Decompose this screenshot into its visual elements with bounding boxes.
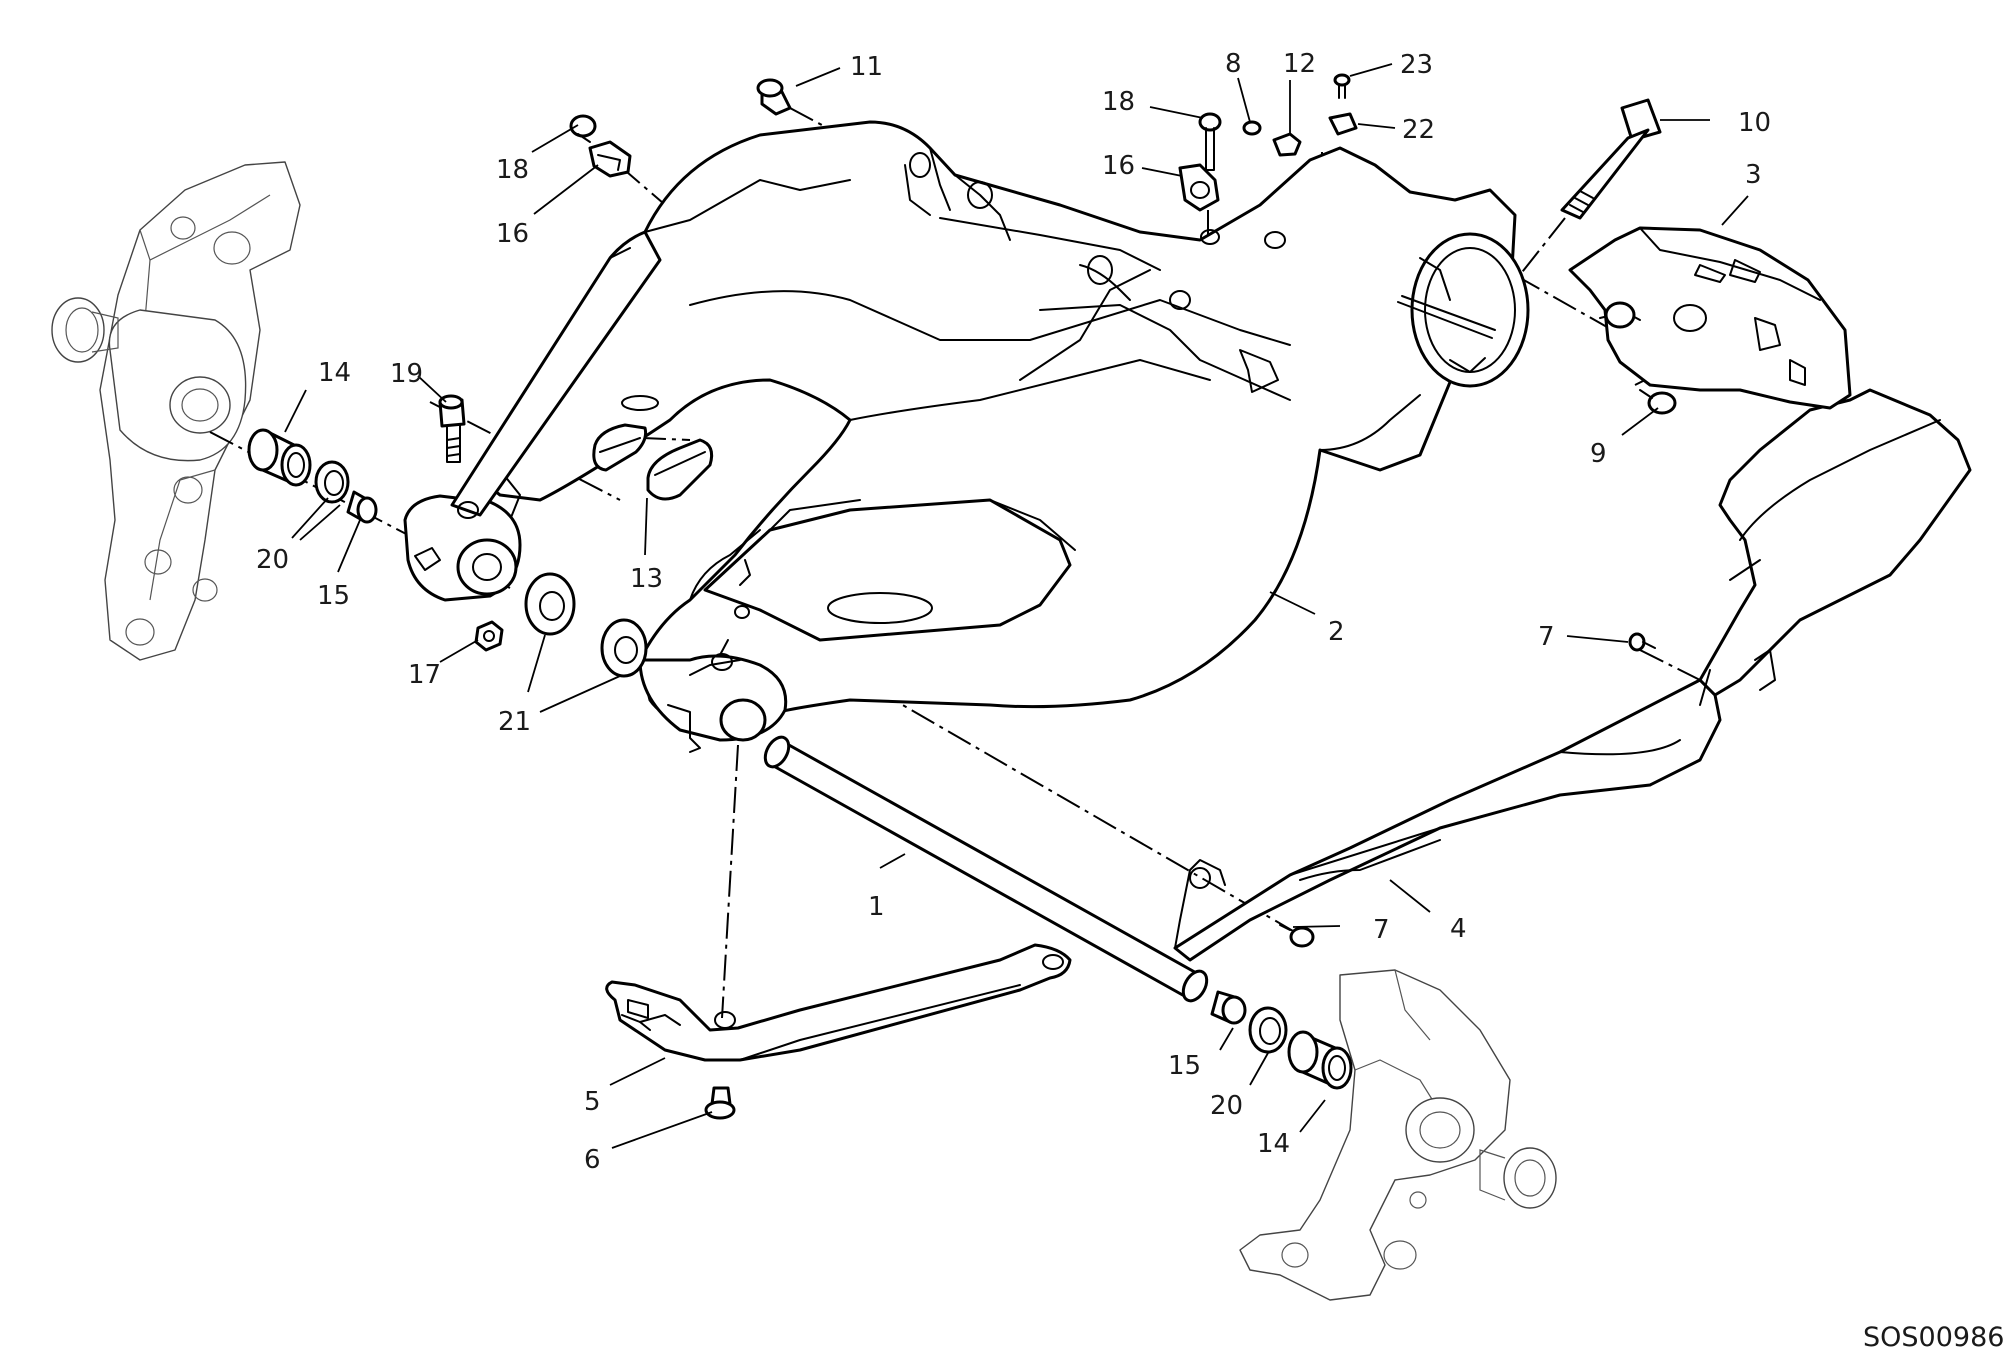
callout-20-right: 20 — [1210, 1091, 1243, 1121]
bearing-14-right — [1287, 1030, 1353, 1090]
callout-17: 17 — [408, 660, 441, 690]
screw-7-top — [1628, 632, 1656, 652]
drawing-reference-code: SOS00986 — [1863, 1322, 2003, 1353]
chain-cover-3 — [1568, 226, 1852, 410]
callout-20-left: 20 — [256, 545, 289, 575]
callout-labels: 1 2 3 4 5 6 7 7 8 9 10 11 12 13 14 14 15… — [256, 49, 1771, 1175]
clip-12 — [1272, 132, 1302, 157]
right-frame-plate — [1239, 969, 1511, 1301]
callout-18-right: 18 — [1102, 87, 1135, 117]
callout-18-left: 18 — [496, 155, 529, 185]
callout-15-right: 15 — [1168, 1051, 1201, 1081]
upper-link-rod — [450, 230, 662, 519]
callout-7-bottom: 7 — [1373, 915, 1390, 945]
screw-23 — [1333, 73, 1351, 99]
bolt-10 — [1560, 98, 1662, 220]
bolt-6 — [704, 1086, 736, 1120]
leader-lines — [284, 63, 1749, 1149]
screw-8 — [1242, 120, 1262, 136]
swingarm-body — [469, 120, 1530, 753]
right-pivot-plug — [1479, 1147, 1557, 1209]
bracket-5 — [605, 943, 1072, 1062]
callout-12: 12 — [1283, 49, 1316, 79]
bearing-14-left — [247, 428, 312, 487]
callout-4: 4 — [1450, 914, 1467, 944]
callout-2: 2 — [1328, 617, 1345, 647]
callout-7-top: 7 — [1538, 622, 1555, 652]
callout-14-left: 14 — [318, 358, 351, 388]
screw-18-right — [1198, 112, 1222, 171]
screw-7-bottom — [1279, 924, 1315, 948]
chain-guard-4 — [1173, 678, 1722, 962]
pivot-shaft-1 — [763, 735, 1209, 1003]
callout-6: 6 — [584, 1145, 601, 1175]
nut-22 — [1328, 112, 1358, 136]
pivot-eccentric-block — [403, 494, 522, 602]
callout-19: 19 — [390, 359, 423, 389]
callout-1: 1 — [868, 892, 885, 922]
callout-21: 21 — [498, 707, 531, 737]
chain-slider-plate — [1698, 388, 1972, 706]
screw-18-left — [569, 114, 597, 143]
seal-20-right — [1248, 1006, 1288, 1054]
clamp-16-right — [1178, 163, 1220, 212]
callout-16-left: 16 — [496, 219, 529, 249]
fitting-11 — [756, 78, 792, 116]
callout-11: 11 — [850, 52, 883, 82]
callout-3: 3 — [1745, 160, 1762, 190]
washer-21-b — [600, 618, 648, 678]
clamp-16-left — [588, 140, 632, 178]
seal-20-left — [314, 460, 350, 504]
screw-19 — [438, 394, 466, 463]
screw-9 — [1639, 389, 1677, 415]
left-frame-plate — [99, 161, 301, 661]
cable-clip-13 — [592, 395, 714, 501]
callout-9: 9 — [1590, 439, 1607, 469]
callout-15-left: 15 — [317, 581, 350, 611]
callout-5: 5 — [584, 1087, 601, 1117]
callout-23: 23 — [1400, 50, 1433, 80]
callout-13: 13 — [630, 564, 663, 594]
bushing-15-left — [346, 490, 378, 524]
nut-17 — [474, 620, 504, 652]
bushing-15-right — [1210, 990, 1247, 1025]
callout-14-right: 14 — [1257, 1129, 1290, 1159]
callout-22: 22 — [1402, 115, 1435, 145]
washer-21-a — [524, 572, 576, 636]
callout-8: 8 — [1225, 49, 1242, 79]
callout-10: 10 — [1738, 108, 1771, 138]
callout-16-right: 16 — [1102, 151, 1135, 181]
left-pivot-plug — [51, 297, 119, 363]
